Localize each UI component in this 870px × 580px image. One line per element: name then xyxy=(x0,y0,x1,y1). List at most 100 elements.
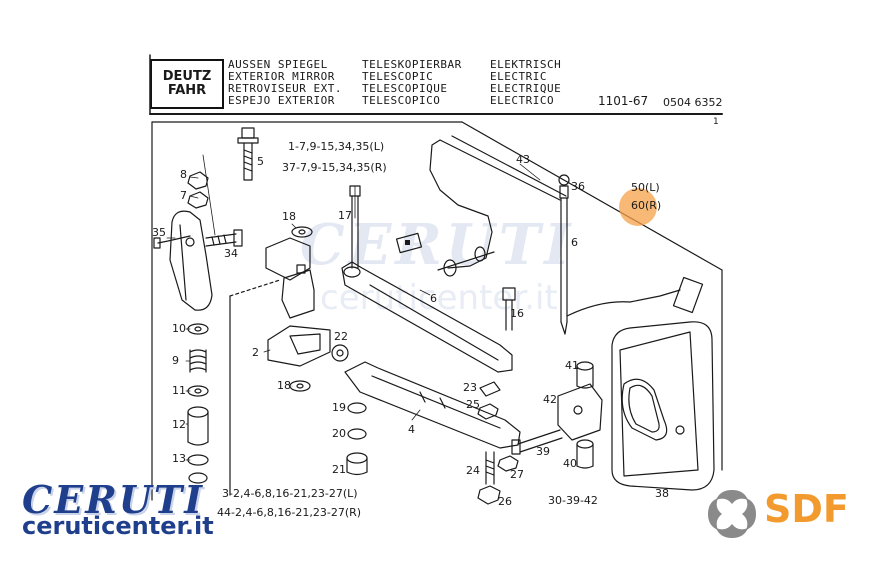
part-label: 36 xyxy=(571,180,585,193)
part-label: 8 xyxy=(180,168,187,181)
part-label: 43 xyxy=(516,153,530,166)
antenna-rod-6 xyxy=(558,174,704,335)
header-text: TELESCOPICO xyxy=(362,94,441,107)
clamp-block-upper xyxy=(265,237,315,319)
header-text: TELESCOPIC xyxy=(362,70,434,83)
screw-16 xyxy=(502,287,516,331)
washer-19 xyxy=(347,402,367,414)
part-label: 22 xyxy=(334,330,348,343)
clip-23 xyxy=(479,381,501,397)
part-label: 19 xyxy=(332,401,346,414)
part-label: 18 xyxy=(282,210,296,223)
part-number: 0504 6352 xyxy=(663,96,723,109)
telescopic-arm-lower xyxy=(344,361,521,449)
bushing-40 xyxy=(576,439,594,469)
cable-43 xyxy=(429,135,567,269)
part-label: 6 xyxy=(430,292,437,305)
connector-plug xyxy=(395,232,423,254)
mirror-head xyxy=(611,321,715,491)
part-label: 23 xyxy=(463,381,477,394)
part-label: 27 xyxy=(510,468,524,481)
page-number: 1 xyxy=(713,117,719,127)
nut-27 xyxy=(497,455,519,472)
nut-25 xyxy=(477,403,499,420)
part-label: 17 xyxy=(338,209,352,222)
clamp-block-lower xyxy=(267,325,331,367)
highlight-marker xyxy=(619,188,657,226)
header-text: ELECTRIQUE xyxy=(490,82,562,95)
callout-50: 50(L) xyxy=(631,181,660,194)
header-text: RETROVISEUR EXT. xyxy=(228,82,342,95)
callout-3: 3-2,4-6,8,16-21,23-27(L) xyxy=(222,487,358,500)
washer-20 xyxy=(347,428,367,440)
deutz-fahr-logo: DEUTZ FAHR xyxy=(150,59,224,109)
part-label: 20 xyxy=(332,427,346,440)
part-label: 39 xyxy=(536,445,550,458)
spring-10 xyxy=(189,349,207,373)
callout-30: 30-39-42 xyxy=(548,494,598,507)
mirror-bracket-42 xyxy=(557,383,603,441)
background-watermark-brand: CERUTI xyxy=(300,212,575,278)
part-label: 18 xyxy=(277,379,291,392)
ceruticenter-url: ceruticenter.it xyxy=(22,512,214,540)
washer-11 xyxy=(187,323,209,335)
part-label: 13 xyxy=(172,452,186,465)
part-label: 10 xyxy=(172,322,186,335)
part-label: 12 xyxy=(172,418,186,431)
bolt-34 xyxy=(205,229,243,247)
part-label: 9 xyxy=(172,354,179,367)
mirror-bracket-left xyxy=(169,210,213,311)
bolt-9 xyxy=(237,127,259,181)
part-label: 42 xyxy=(543,393,557,406)
header-text: ESPEJO EXTERIOR xyxy=(228,94,335,107)
bolt-24 xyxy=(485,451,495,485)
part-label: 38 xyxy=(655,487,669,500)
frame-line xyxy=(461,121,723,271)
washer-13 xyxy=(187,454,209,466)
header-col-3: ELEKTRISCH ELECTRIC ELECTRIQUE ELECTRICO xyxy=(490,59,561,107)
header-text: AUSSEN SPIEGEL xyxy=(228,58,328,71)
bushing-41 xyxy=(576,361,594,389)
logo-line-2: FAHR xyxy=(167,83,207,98)
header-text: ELECTRIC xyxy=(490,70,547,83)
leader-lines xyxy=(166,154,568,461)
callout-right-set: 37-7,9-15,34,35(R) xyxy=(282,161,387,174)
spacer-22 xyxy=(331,344,349,362)
header-text: EXTERIOR MIRROR xyxy=(228,70,335,83)
nut-7 xyxy=(187,191,209,209)
ceruti-watermark: CERUTI xyxy=(22,477,204,522)
logo-line-1: DEUTZ xyxy=(162,69,212,84)
part-label: 40 xyxy=(563,457,577,470)
screw-35 xyxy=(153,235,191,249)
washer-18a xyxy=(291,226,313,238)
header-col-2: TELESKOPIERBAR TELESCOPIC TELESCOPIQUE T… xyxy=(362,59,462,107)
sdf-logo-icon xyxy=(708,490,756,538)
nut-8 xyxy=(187,171,209,190)
part-label: 26 xyxy=(498,495,512,508)
part-label: 16 xyxy=(510,307,524,320)
part-label: 11 xyxy=(172,384,186,397)
part-label: 34 xyxy=(224,247,238,260)
part-label: 5 xyxy=(257,155,264,168)
header-text: TELESKOPIERBAR xyxy=(362,58,462,71)
part-label: 2 xyxy=(252,346,259,359)
callout-left-set: 1-7,9-15,34,35(L) xyxy=(288,140,385,153)
part-label: 7 xyxy=(180,189,187,202)
part-label: 6 xyxy=(571,236,578,249)
bushing-21 xyxy=(346,452,368,476)
washer-18b xyxy=(289,380,311,392)
header-text: ELECTRICO xyxy=(490,94,555,107)
part-label: 41 xyxy=(565,359,579,372)
part-label: 35 xyxy=(152,226,166,239)
callout-44: 44-2,4-6,8,16-21,23-27(R) xyxy=(217,506,362,519)
header-col-1: AUSSEN SPIEGEL EXTERIOR MIRROR RETROVISE… xyxy=(228,59,342,107)
header-text: ELEKTRISCH xyxy=(490,58,562,71)
nut-14 xyxy=(188,472,208,484)
group-code: 1101-67 xyxy=(598,94,649,108)
leader-line xyxy=(229,279,281,297)
part-label: 25 xyxy=(466,398,480,411)
part-label: 4 xyxy=(408,423,415,436)
telescopic-arm-upper xyxy=(341,261,513,373)
